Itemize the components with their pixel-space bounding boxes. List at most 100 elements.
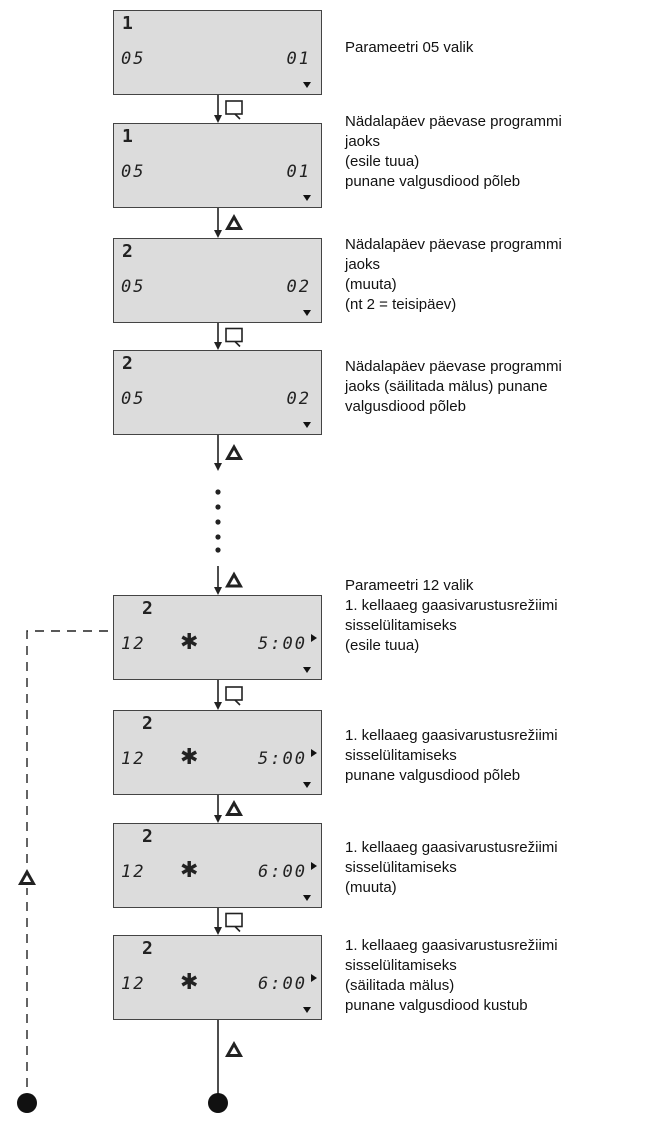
step-description: Nädalapäev päevase programmi jaoks (säili… — [345, 357, 655, 417]
lcd-top-digit: 2 — [142, 713, 153, 734]
set-key-icon — [225, 327, 243, 348]
ellipsis-dot — [215, 489, 221, 495]
gas-mode-star-icon: ✱ — [180, 858, 199, 883]
up-key-icon — [225, 800, 243, 816]
step-description: 1. kellaaeg gaasivarustusrežiimi sisselül… — [345, 726, 655, 786]
description-line: Nädalapäev päevase programmi — [345, 358, 562, 375]
description-line: jaoks — [345, 133, 381, 150]
step-description: Nädalapäev päevase programmi jaoks (esile … — [345, 112, 655, 192]
lcd-screen: 1 05 01 — [113, 123, 322, 208]
description-line: sisselülitamiseks — [345, 747, 457, 764]
lcd-parameter-number: 05 — [121, 389, 146, 409]
description-line: 1. kellaaeg gaasivarustusrežiimi — [345, 727, 558, 744]
lcd-screen: 2 05 02 — [113, 238, 322, 323]
lcd-value: 01 — [286, 49, 311, 69]
right-marker-icon — [311, 862, 317, 870]
up-key-icon — [18, 869, 36, 885]
right-marker-icon — [311, 974, 317, 982]
ellipsis-dot — [215, 547, 221, 553]
flow-arrow — [214, 323, 222, 350]
down-marker-icon — [303, 82, 311, 88]
lcd-top-digit: 1 — [122, 13, 133, 34]
description-line: (muuta) — [345, 276, 397, 293]
up-key-icon — [225, 1041, 243, 1057]
lcd-top-digit: 2 — [122, 353, 133, 374]
flow-arrow — [214, 680, 222, 710]
flow-arrow — [214, 435, 222, 471]
right-marker-icon — [311, 634, 317, 642]
lcd-value: 5:00 — [258, 634, 307, 654]
ellipsis-dot — [215, 534, 221, 540]
lcd-value: 01 — [286, 162, 311, 182]
lcd-parameter-number: 05 — [121, 49, 146, 69]
description-line: Parameetri 05 valik — [345, 39, 474, 56]
lcd-parameter-number: 12 — [121, 862, 146, 882]
description-line: (muuta) — [345, 879, 397, 896]
set-key-icon — [225, 100, 243, 120]
lcd-top-digit: 2 — [142, 826, 153, 847]
lcd-screen: 2 05 02 — [113, 350, 322, 435]
lcd-top-digit: 1 — [122, 126, 133, 147]
description-line: (esile tuua) — [345, 153, 420, 170]
description-line: (nt 2 = teisipäev) — [345, 296, 457, 313]
lcd-parameter-number: 05 — [121, 277, 146, 297]
loop-back-path — [17, 630, 113, 1113]
flow-arrow — [214, 908, 222, 935]
flow-arrow — [214, 795, 222, 823]
set-key-icon — [225, 912, 243, 933]
down-marker-icon — [303, 895, 311, 901]
right-marker-icon — [311, 749, 317, 757]
down-marker-icon — [303, 195, 311, 201]
up-key-icon — [225, 571, 243, 588]
description-line: sisselülitamiseks — [345, 957, 457, 974]
lcd-parameter-number: 12 — [121, 749, 146, 769]
description-line: (säilitada mälus) — [345, 977, 455, 994]
lcd-parameter-number: 12 — [121, 634, 146, 654]
down-marker-icon — [303, 1007, 311, 1013]
description-line: 1. kellaaeg gaasivarustusrežiimi — [345, 597, 558, 614]
lcd-value: 5:00 — [258, 749, 307, 769]
description-line: valgusdiood põleb — [345, 398, 466, 415]
flow-arrow — [214, 566, 222, 595]
lcd-top-digit: 2 — [122, 241, 133, 262]
flow-arrow — [214, 95, 222, 123]
lcd-value: 02 — [286, 277, 311, 297]
description-line: 1. kellaaeg gaasivarustusrežiimi — [345, 839, 558, 856]
description-line: Parameetri 12 valik — [345, 577, 474, 594]
down-marker-icon — [303, 310, 311, 316]
description-line: sisselülitamiseks — [345, 617, 457, 634]
step-description: Parameetri 12 valik 1. kellaaeg gaasivaru… — [345, 576, 655, 656]
description-line: sisselülitamiseks — [345, 859, 457, 876]
description-line: (esile tuua) — [345, 637, 420, 654]
description-line: punane valgusdiood kustub — [345, 997, 528, 1014]
set-key-icon — [225, 686, 243, 706]
down-marker-icon — [303, 782, 311, 788]
lcd-value: 02 — [286, 389, 311, 409]
description-line: jaoks (säilitada mälus) punane — [345, 378, 548, 395]
lcd-value: 6:00 — [258, 974, 307, 994]
description-line: Nädalapäev päevase programmi — [345, 236, 562, 253]
gas-mode-star-icon: ✱ — [180, 630, 199, 655]
lcd-value: 6:00 — [258, 862, 307, 882]
flow-end — [208, 1020, 228, 1113]
flow-arrow — [214, 208, 222, 238]
description-line: jaoks — [345, 256, 381, 273]
description-line: punane valgusdiood põleb — [345, 767, 521, 784]
gas-mode-star-icon: ✱ — [180, 745, 199, 770]
ellipsis-dot — [215, 504, 221, 510]
step-description: 1. kellaaeg gaasivarustusrežiimi sisselül… — [345, 838, 655, 898]
lcd-screen: 2 12 ✱ 5:00 — [113, 710, 322, 795]
gas-mode-star-icon: ✱ — [180, 970, 199, 995]
lcd-parameter-number: 05 — [121, 162, 146, 182]
step-description: Nädalapäev päevase programmi jaoks (muuta)… — [345, 235, 655, 315]
lcd-screen: 2 12 ✱ 6:00 — [113, 823, 322, 908]
description-line: Nädalapäev päevase programmi — [345, 113, 562, 130]
lcd-top-digit: 2 — [142, 938, 153, 959]
description-line: punane valgusdiood põleb — [345, 173, 521, 190]
lcd-screen: 1 05 01 — [113, 10, 322, 95]
down-marker-icon — [303, 422, 311, 428]
